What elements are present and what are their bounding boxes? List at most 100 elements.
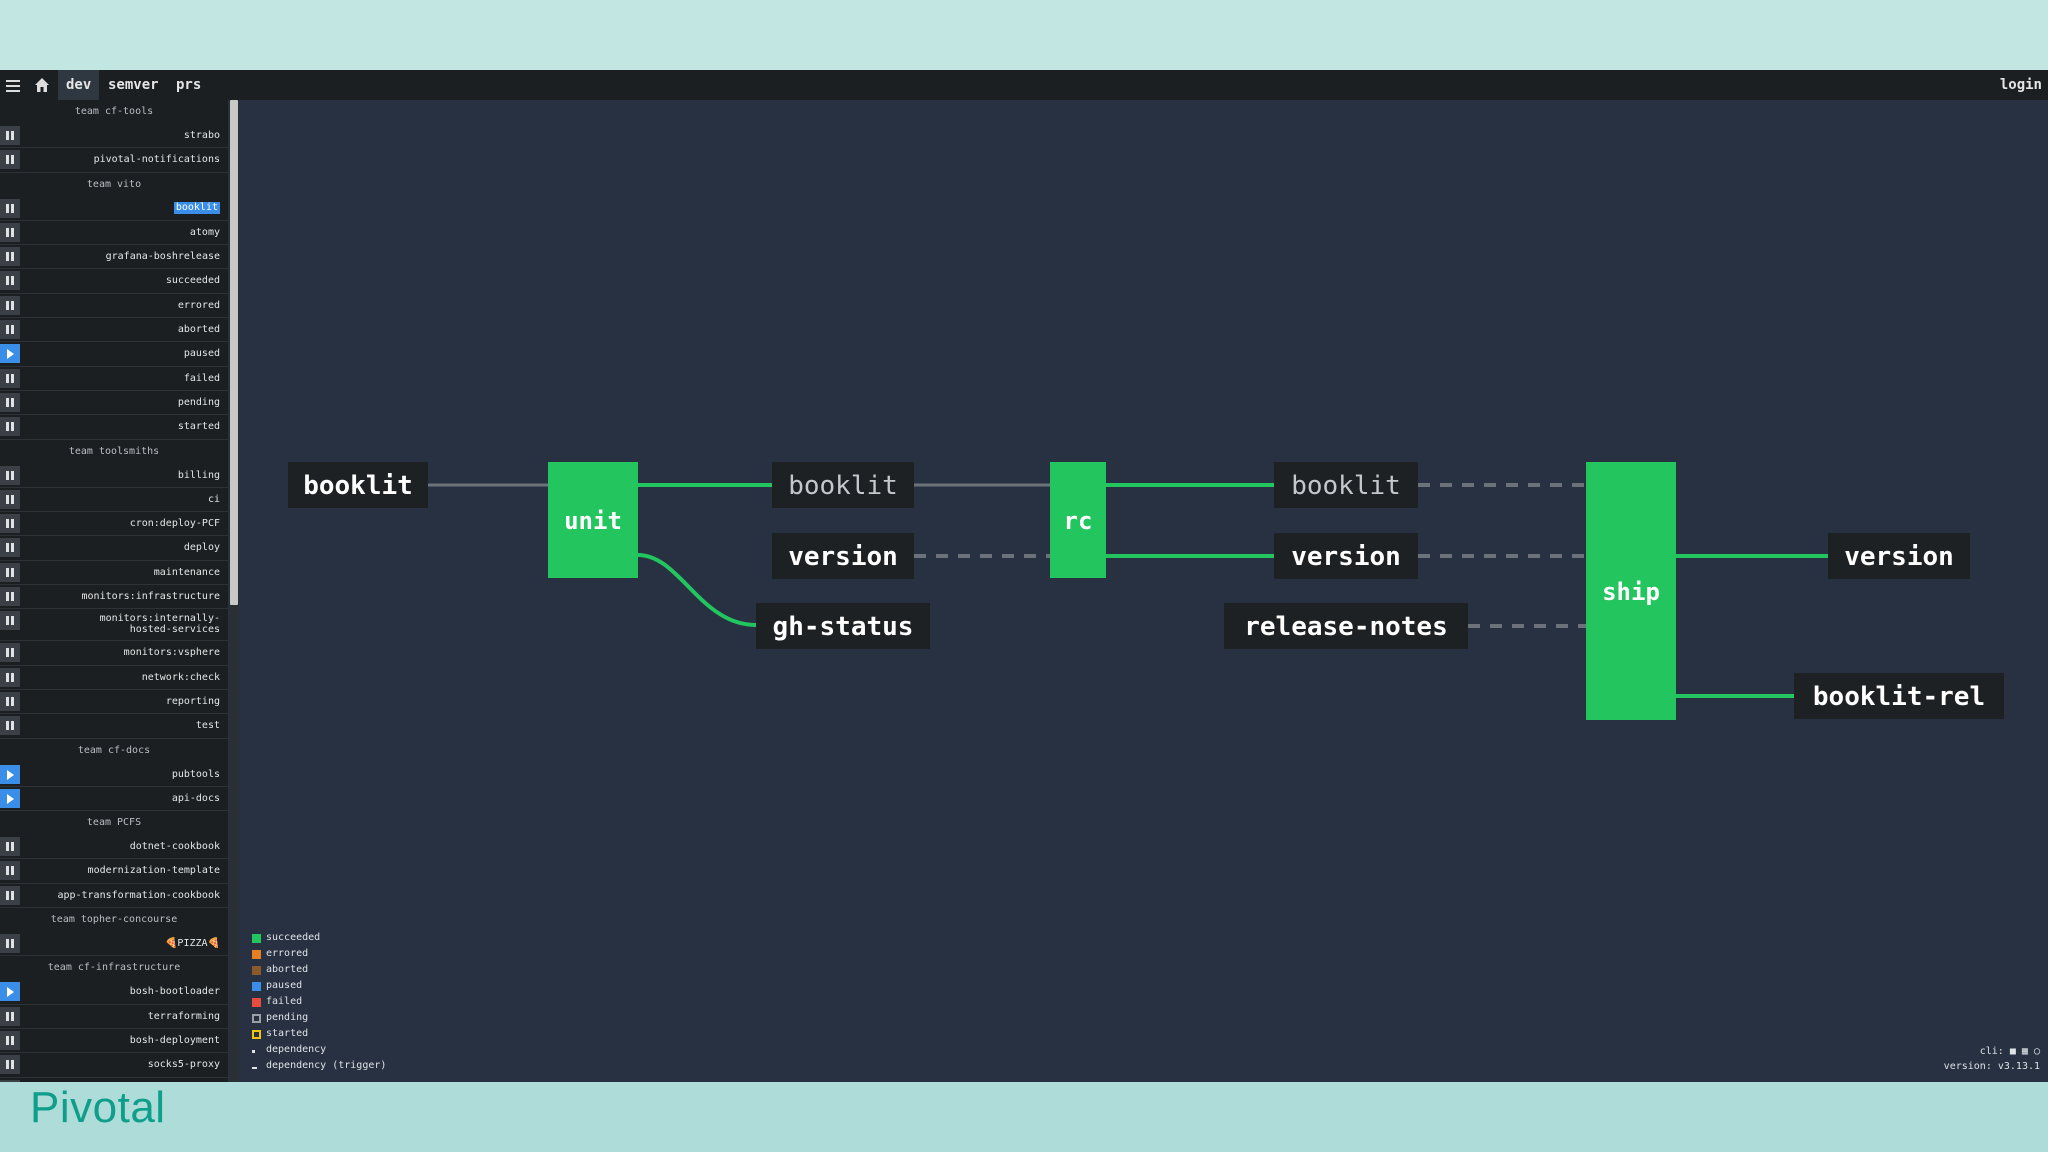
pipeline-name-link[interactable]: test: [195, 720, 220, 732]
pause-pipeline-button[interactable]: [0, 222, 20, 242]
sidebar-pipeline-item[interactable]: 🍕PIZZA🍕: [0, 932, 228, 957]
sidebar-pipeline-item[interactable]: dotnet-cookbook: [0, 835, 228, 860]
home-icon[interactable]: [34, 76, 50, 94]
sidebar-pipeline-item[interactable]: monitors:infrastructure: [0, 585, 228, 610]
pause-pipeline-button[interactable]: [0, 885, 20, 905]
pipeline-name-link[interactable]: modernization-template: [87, 865, 220, 877]
resource-version-ship-output[interactable]: version: [1828, 533, 1970, 579]
pipeline-name-link[interactable]: pivotal-notifications: [93, 154, 220, 166]
pause-pipeline-button[interactable]: [0, 271, 20, 291]
sidebar-pipeline-item[interactable]: bosh-deployment: [0, 1029, 228, 1054]
pipeline-name-link[interactable]: atomy: [189, 226, 220, 238]
resource-booklit-rel[interactable]: booklit-rel: [1794, 673, 2004, 719]
pipeline-name-link[interactable]: succeeded: [165, 275, 220, 287]
pipeline-name-link[interactable]: strabo: [183, 130, 220, 141]
pipeline-name-link[interactable]: 🍕PIZZA🍕: [164, 938, 220, 950]
play-pipeline-button[interactable]: [0, 764, 20, 784]
sidebar-scroll-thumb[interactable]: [230, 100, 238, 605]
sidebar-pipeline-item[interactable]: billing: [0, 464, 228, 488]
linux-icon[interactable]: ◯: [2033, 1046, 2040, 1057]
sidebar-pipeline-item[interactable]: socks5-proxy: [0, 1053, 228, 1078]
sidebar-pipeline-item[interactable]: errored: [0, 294, 228, 319]
resource-release-notes[interactable]: release-notes: [1224, 603, 1468, 649]
pause-pipeline-button[interactable]: [0, 198, 20, 218]
sidebar-pipeline-item[interactable]: booklit: [0, 197, 228, 221]
sidebar-pipeline-item[interactable]: failed: [0, 367, 228, 391]
sidebar-scrollbar[interactable]: [229, 100, 239, 1082]
sidebar-pipeline-item[interactable]: monitors:internally-hosted-services: [0, 609, 228, 642]
pause-pipeline-button[interactable]: [0, 247, 20, 267]
pipeline-name-link[interactable]: billing: [177, 469, 220, 481]
pause-pipeline-button[interactable]: [0, 368, 20, 388]
pause-pipeline-button[interactable]: [0, 691, 20, 711]
pause-pipeline-button[interactable]: [0, 417, 20, 437]
pause-pipeline-button[interactable]: [0, 861, 20, 881]
sidebar-pipeline-item[interactable]: maintenance: [0, 561, 228, 586]
sidebar-pipeline-item[interactable]: ci: [0, 488, 228, 513]
pipeline-name-link[interactable]: cron:deploy-PCF: [129, 518, 220, 530]
sidebar-pipeline-item[interactable]: started: [0, 415, 228, 440]
sidebar-pipeline-item[interactable]: test: [0, 714, 228, 739]
sidebar-pipeline-item[interactable]: modernization-template: [0, 859, 228, 884]
sidebar-pipeline-item[interactable]: monitors:vsphere: [0, 641, 228, 666]
pipeline-name-link[interactable]: monitors:infrastructure: [81, 591, 220, 603]
pause-pipeline-button[interactable]: [0, 514, 20, 534]
pipeline-name-link[interactable]: dotnet-cookbook: [129, 841, 220, 853]
job-unit[interactable]: unit: [548, 462, 638, 578]
sidebar-pipeline-item[interactable]: grafana-boshrelease: [0, 245, 228, 270]
sidebar-pipeline-item[interactable]: reporting: [0, 690, 228, 715]
apple-icon[interactable]: ■: [2009, 1046, 2016, 1057]
pause-pipeline-button[interactable]: [0, 538, 20, 558]
sidebar-pipeline-item[interactable]: bosh-bootloader: [0, 980, 228, 1005]
pipeline-name-link[interactable]: aborted: [177, 324, 220, 336]
pause-pipeline-button[interactable]: [0, 1055, 20, 1075]
windows-icon[interactable]: ▦: [2021, 1046, 2028, 1057]
sidebar-pipeline-item[interactable]: network:check: [0, 666, 228, 690]
pipeline-name-link[interactable]: terraforming: [147, 1010, 220, 1022]
job-rc[interactable]: rc: [1050, 462, 1106, 578]
sidebar-pipeline-item[interactable]: pubtools: [0, 763, 228, 787]
pipeline-name-link[interactable]: network:check: [141, 671, 220, 683]
play-pipeline-button[interactable]: [0, 982, 20, 1002]
pipeline-name-link[interactable]: ci: [207, 493, 220, 505]
pause-pipeline-button[interactable]: [0, 320, 20, 340]
breadcrumb-group-semver[interactable]: semver: [108, 77, 159, 93]
sidebar-pipeline-item[interactable]: api-docs: [0, 787, 228, 812]
pipeline-name-link[interactable]: errored: [177, 299, 220, 311]
breadcrumb-group-dev[interactable]: dev: [58, 70, 100, 100]
sidebar-pipeline-item[interactable]: pending: [0, 391, 228, 416]
pause-pipeline-button[interactable]: [0, 465, 20, 485]
pause-pipeline-button[interactable]: [0, 1030, 20, 1050]
sidebar-pipeline-item[interactable]: pivotal-notifications: [0, 148, 228, 173]
pause-pipeline-button[interactable]: [0, 295, 20, 315]
pause-pipeline-button[interactable]: [0, 716, 20, 736]
pause-pipeline-button[interactable]: [0, 150, 20, 170]
resource-gh-status[interactable]: gh-status: [756, 603, 930, 649]
pause-pipeline-button[interactable]: [0, 934, 20, 954]
pipeline-name-link[interactable]: monitors:vsphere: [123, 647, 220, 659]
sidebar-pipeline-item[interactable]: succeeded: [0, 269, 228, 294]
pipeline-name-link[interactable]: bosh-deployment: [129, 1034, 220, 1046]
pipeline-name-link[interactable]: maintenance: [153, 566, 220, 578]
sidebar-pipeline-item[interactable]: deploy: [0, 536, 228, 561]
sidebar-pipeline-item[interactable]: strabo: [0, 124, 228, 149]
pipeline-name-link[interactable]: paused: [183, 348, 220, 360]
pipeline-name-link[interactable]: booklit: [173, 201, 220, 214]
pause-pipeline-button[interactable]: [0, 1006, 20, 1026]
pipeline-name-link[interactable]: bosh-bootloader: [129, 986, 220, 998]
sidebar-pipeline-item[interactable]: paused: [0, 342, 228, 367]
play-pipeline-button[interactable]: [0, 344, 20, 364]
pause-pipeline-button[interactable]: [0, 562, 20, 582]
resource-booklit-rc-output[interactable]: booklit: [1274, 462, 1418, 508]
pipeline-name-link[interactable]: api-docs: [171, 792, 220, 804]
resource-version-rc-output[interactable]: version: [1274, 533, 1418, 579]
breadcrumb-group-prs[interactable]: prs: [176, 77, 202, 93]
pipeline-name-link[interactable]: grafana-boshrelease: [105, 251, 220, 263]
pipeline-name-link[interactable]: app-transformation-cookbook: [57, 889, 220, 901]
pause-pipeline-button[interactable]: [0, 587, 20, 607]
sidebar-pipeline-item[interactable]: aborted: [0, 318, 228, 343]
pause-pipeline-button[interactable]: [0, 1079, 20, 1082]
sidebar-pipeline-item[interactable]: terraforming: [0, 1005, 228, 1029]
resource-booklit-unit-output[interactable]: booklit: [772, 462, 914, 508]
hamburger-menu-icon[interactable]: [6, 70, 22, 100]
